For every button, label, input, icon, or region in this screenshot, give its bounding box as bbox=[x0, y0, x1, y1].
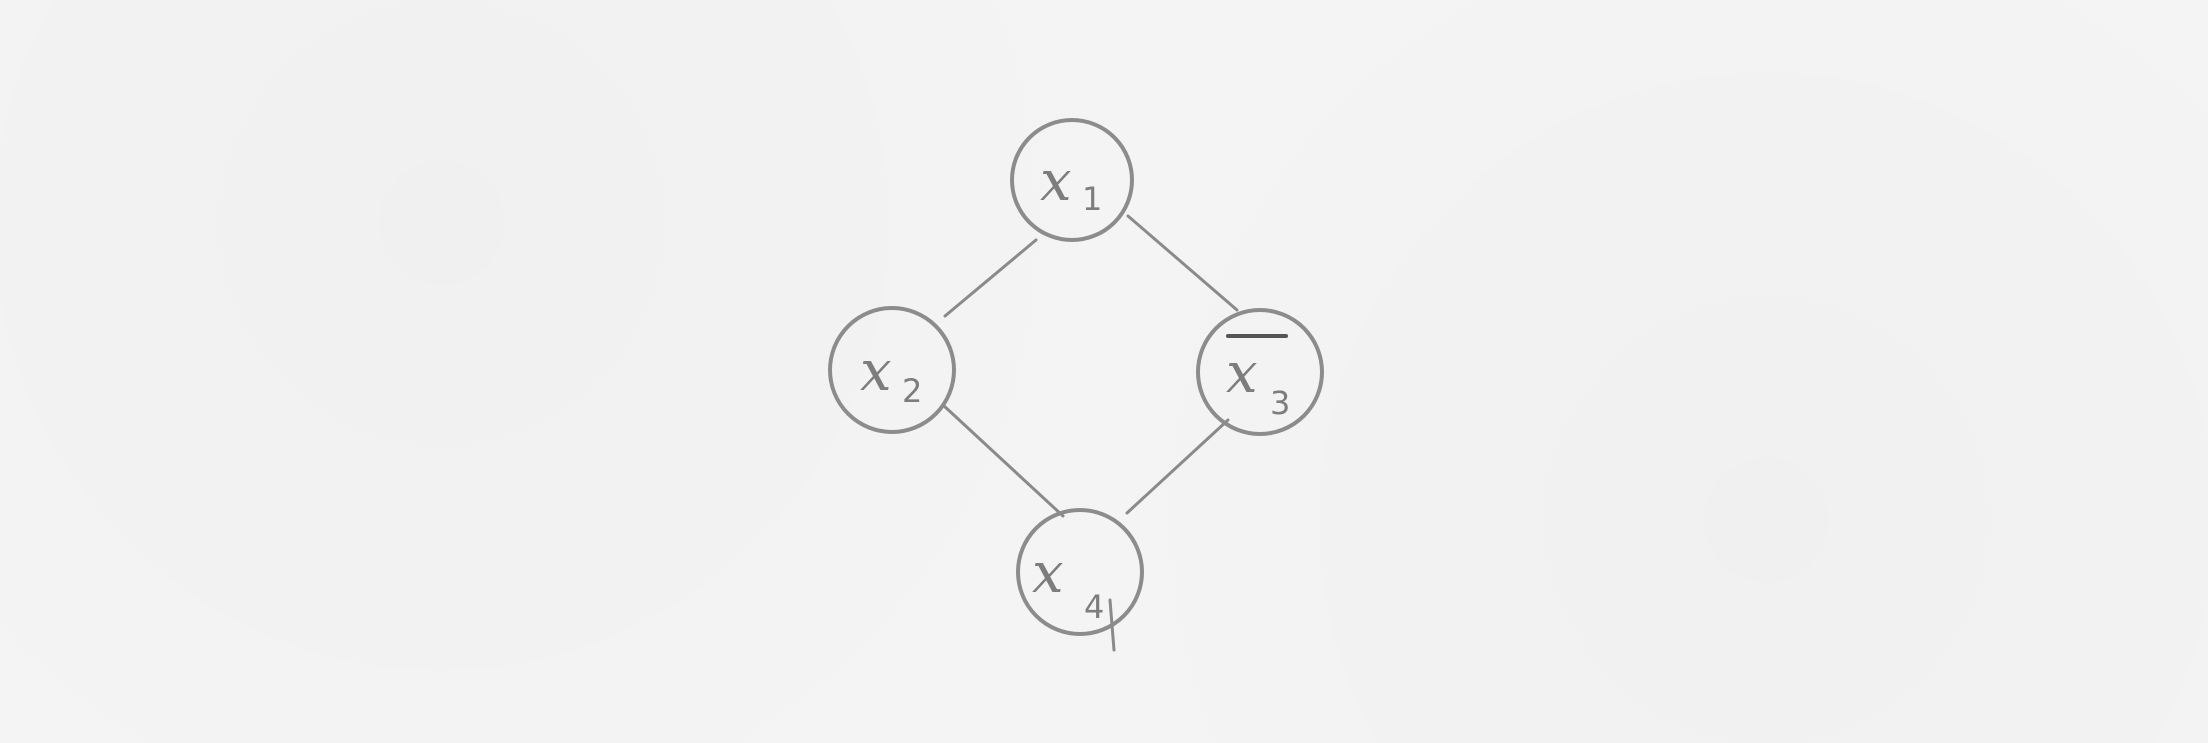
edge-x2-x4 bbox=[941, 403, 1065, 518]
node-x2: x 2 bbox=[828, 306, 956, 434]
edge-x3-x4 bbox=[1125, 418, 1230, 515]
node-x1: x 1 bbox=[1010, 118, 1134, 242]
node-x2-subscript: 2 bbox=[902, 372, 922, 410]
node-x2-symbol: x bbox=[860, 339, 892, 404]
node-x3-symbol: x bbox=[1226, 341, 1258, 406]
node-x4: x 4 bbox=[1016, 508, 1144, 652]
node-x1-symbol: x bbox=[1040, 149, 1072, 214]
node-x4-subscript: 4 bbox=[1084, 588, 1104, 626]
node-x4-stroke-tail bbox=[1108, 598, 1116, 652]
edge-x1-x3 bbox=[1126, 214, 1239, 312]
node-x3-subscript: 3 bbox=[1270, 384, 1290, 422]
node-x4-symbol: x bbox=[1032, 541, 1064, 606]
node-x1-subscript: 1 bbox=[1082, 180, 1102, 218]
node-x3: x 3 bbox=[1196, 308, 1324, 436]
edge-x1-x2 bbox=[943, 238, 1038, 318]
